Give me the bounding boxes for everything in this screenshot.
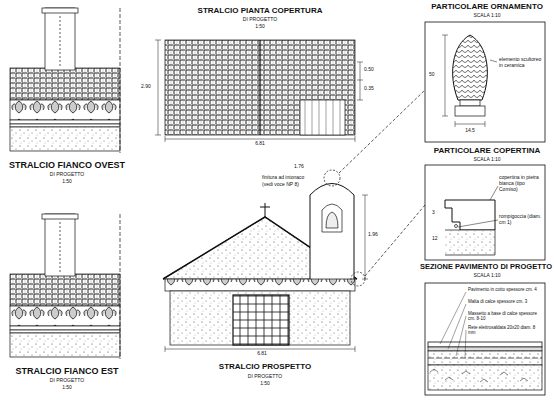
view-subtitle: DI PROGETTO [248,374,282,380]
dimension: 12 [432,236,438,242]
dimension: 6.81 [255,141,265,147]
detail-title: PARTICOLARE COPERTINA [434,146,541,155]
scale: SCALA 1:10 [473,273,500,279]
dimension: 2.90 [141,84,151,90]
scale: 1:50 [260,381,270,387]
scale: 1:50 [255,24,265,30]
dimension: 0.50 [364,67,374,73]
view-title: STRALCIO PROSPETTO [219,362,311,371]
view-subtitle: DI PROGETTO [50,172,84,178]
detail-title: PARTICOLARE ORNAMENTO [431,2,543,11]
scale: SCALA 1:10 [473,157,500,163]
note: Rete elettrosaldata 20x20 diam. 8 mm [468,325,542,335]
dimension: 14.5 [465,128,475,134]
note: Malta di calce spessore cm. 3 [468,299,542,304]
note: Pavimento in cotto spessore cm. 4 [468,287,542,292]
note: finitura ad intonaco [262,175,304,181]
view-subtitle: DI PROGETTO [50,378,84,384]
scale: SCALA 1:10 [473,13,500,19]
scale: 1:50 [62,179,72,185]
view-subtitle: DI PROGETTO [243,17,277,23]
dimension: 0.35 [364,86,374,92]
detail-title: SEZIONE PAVIMENTO DI PROGETTO [420,263,552,272]
dimension: 50 [429,72,435,78]
note: Massetto a base di calce spessore cm. 8-… [468,311,542,321]
dimension: 6.81 [257,351,267,357]
dimension: 1.76 [294,164,304,170]
note: rompigoccia (diam. cm 1) [499,214,543,226]
note: copertina in pietra bianca (tipo Comiso) [499,175,543,192]
dimension: 3 [432,210,435,216]
view-title: STRALCIO PIANTA COPERTURA [198,6,323,15]
note: (vedi voce NP 8) [262,182,299,188]
view-title: STRALCIO FIANCO EST [16,366,119,376]
note: elemento scultoreo in ceramica [499,57,543,69]
scale: 1:50 [62,385,72,391]
view-title: STRALCIO FIANCO OVEST [9,160,125,170]
dimension: 1.96 [368,232,378,238]
